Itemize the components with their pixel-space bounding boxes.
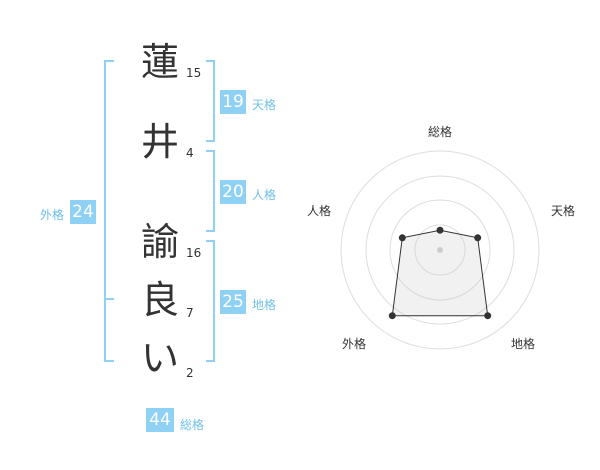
tenkaku-label: 天格	[252, 98, 277, 112]
name-char-2: 井	[140, 120, 179, 164]
radar-points	[388, 226, 492, 320]
stroke-count-2: 4	[186, 146, 194, 160]
radar-polygon	[391, 229, 489, 317]
soukaku-label: 総格	[180, 418, 205, 432]
radar-label-soukaku: 総格	[428, 125, 453, 139]
radar-label-tenkaku: 天格	[551, 204, 576, 218]
radar-rings	[340, 150, 540, 350]
radar-point-gaikaku	[388, 312, 396, 320]
radar-point-jinkaku	[398, 234, 406, 242]
stroke-count-5: 2	[186, 366, 194, 380]
tenkaku-bracket	[206, 60, 215, 142]
radar-label-jinkaku: 人格	[307, 204, 332, 218]
jinkaku-bracket	[206, 150, 215, 232]
gaikaku-label: 外格	[40, 208, 65, 222]
name-char-3: 諭	[140, 220, 179, 264]
tenkaku-value-badge: 19	[220, 90, 246, 114]
radar-point-soukaku	[436, 226, 444, 234]
name-char-1: 蓮	[140, 40, 179, 84]
radar-center	[437, 247, 443, 253]
chikaku-bracket	[206, 240, 215, 362]
soukaku-value-badge: 44	[146, 408, 174, 432]
name-char-5: い	[140, 336, 179, 380]
radar-point-tenkaku	[474, 234, 482, 242]
gaikaku-bracket-tick	[104, 298, 114, 300]
stroke-count-3: 16	[186, 246, 202, 260]
stroke-count-1: 15	[186, 66, 202, 80]
name-char-4: 良	[140, 278, 179, 322]
jinkaku-value-badge: 20	[220, 180, 246, 204]
chikaku-label: 地格	[252, 298, 277, 312]
gaikaku-value-badge: 24	[70, 200, 96, 224]
radar-point-chikaku	[484, 312, 492, 320]
gaikaku-bracket	[104, 60, 114, 362]
stroke-count-4: 7	[186, 306, 194, 320]
chikaku-value-badge: 25	[220, 290, 246, 314]
radar-label-gaikaku: 外格	[342, 337, 367, 351]
jinkaku-label: 人格	[252, 188, 277, 202]
radar-label-chikaku: 地格	[511, 337, 536, 351]
